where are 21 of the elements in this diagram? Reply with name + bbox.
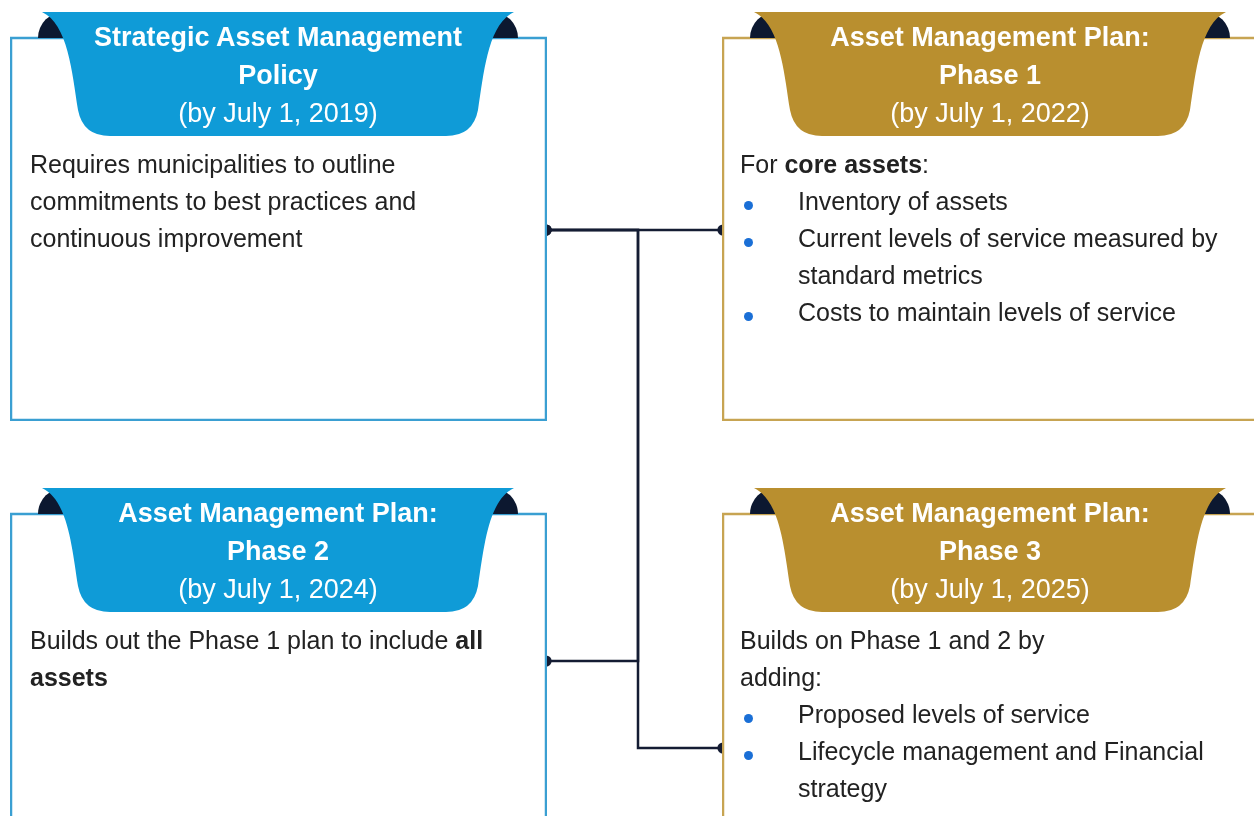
date-text: (by July 1, 2025)	[889, 573, 1091, 606]
date-text: (by July 1, 2024)	[177, 573, 379, 606]
info-card	[10, 488, 547, 816]
card-heading: Asset Management Plan: Phase 3	[829, 497, 1151, 568]
list-item: Inventory of assets	[798, 187, 1008, 215]
card-heading: Strategic Asset Management Policy	[92, 21, 464, 92]
card-heading: Asset Management Plan: Phase 1	[829, 21, 1151, 92]
body-text: Builds out the Phase 1 plan to include all assets	[30, 625, 485, 693]
body-text: For core assets:	[740, 149, 930, 180]
date-text: (by July 1, 2022)	[889, 97, 1091, 130]
list-item: Lifecycle management and Financial strategy	[798, 737, 1204, 802]
body-text: Builds on Phase 1 and 2 by adding:	[740, 625, 1046, 693]
date-text: (by July 1, 2019)	[177, 97, 379, 130]
info-card	[10, 12, 547, 421]
list-item: Proposed levels of service	[798, 700, 1090, 728]
card-heading: Asset Management Plan: Phase 2	[117, 497, 439, 568]
list-item: Costs to maintain levels of service	[798, 298, 1176, 326]
info-card	[722, 488, 1254, 816]
body-text: Requires municipalities to outline commitments to best practices and continuous improvement	[30, 149, 418, 254]
info-card	[722, 12, 1254, 421]
list-item: Current levels of service measured by standard metrics	[798, 224, 1218, 289]
